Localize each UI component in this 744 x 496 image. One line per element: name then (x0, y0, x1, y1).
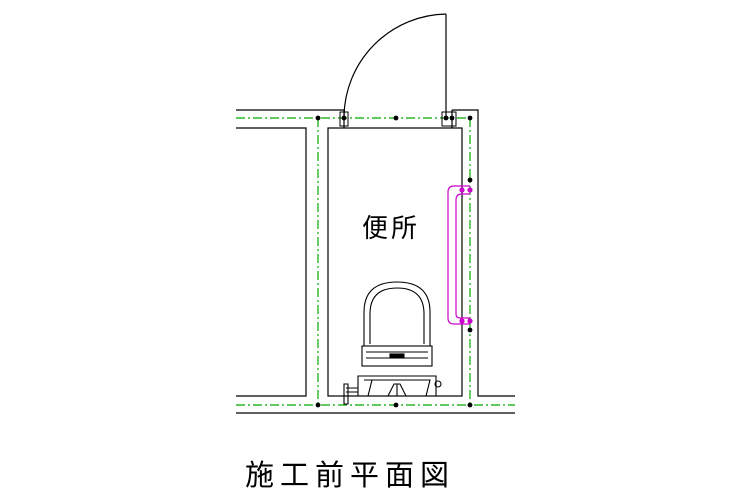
handrail-brackets (459, 187, 473, 324)
handrail-bracket (467, 187, 473, 193)
grid-dot (393, 402, 399, 408)
toilet-side-knob (434, 380, 442, 388)
center-lines (236, 117, 515, 406)
toilet-seat-hinge (361, 345, 433, 367)
grid-dot (443, 115, 449, 121)
grid-dot (341, 115, 347, 121)
toilet (343, 281, 442, 405)
handrail-bar (447, 185, 470, 325)
walls (236, 109, 515, 414)
door-jamb-left (339, 111, 349, 127)
grid-dot (393, 115, 399, 121)
toilet-tank (357, 375, 437, 397)
grid-dot (467, 177, 473, 183)
door-jamb-right (441, 111, 457, 127)
drawing-title: 施工前平面図 (245, 458, 456, 492)
toilet-supply-pipe (343, 383, 358, 405)
handrail-bracket (467, 318, 473, 324)
grid-dot (467, 115, 473, 121)
right-wall-outline (452, 109, 515, 397)
handrail (447, 185, 470, 325)
toilet-tank-detail (387, 383, 407, 397)
toilet-bowl (363, 281, 431, 346)
handrail-bracket (459, 318, 465, 324)
door-frame-markers (339, 111, 457, 127)
left-wall-outline (236, 109, 344, 397)
grid-dots (315, 115, 473, 408)
room-name-label: 便所 (362, 214, 421, 244)
door (343, 13, 447, 117)
toilet-bowl-inner (369, 287, 425, 344)
grid-dot (315, 402, 321, 408)
grid-dot (315, 115, 321, 121)
grid-dot (449, 115, 455, 121)
grid-dot (467, 402, 473, 408)
handrail-bracket (459, 187, 465, 193)
door-arc (343, 13, 447, 117)
grid-dot (467, 327, 473, 333)
toilet-hinge-button (389, 353, 405, 359)
